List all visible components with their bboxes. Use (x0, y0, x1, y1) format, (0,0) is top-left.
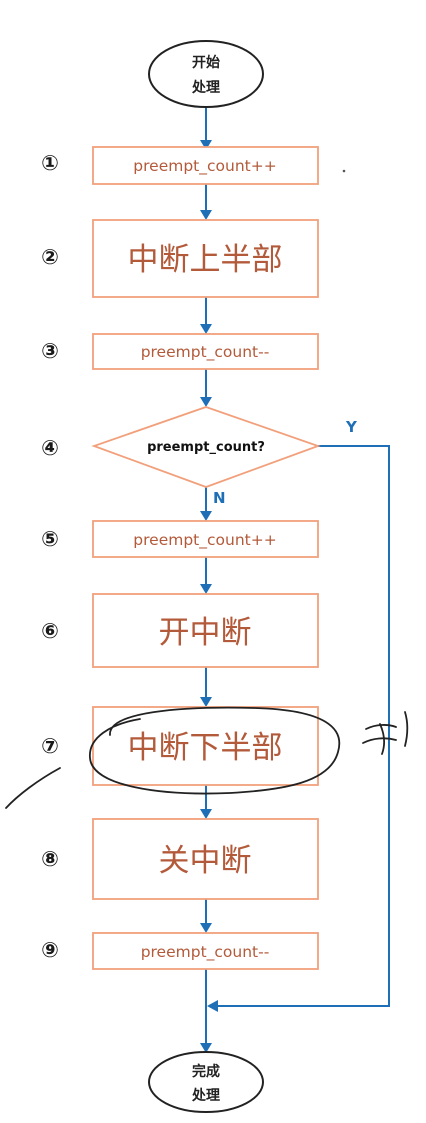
arrowhead (200, 210, 212, 220)
end-terminal: 完成 处理 (148, 1051, 264, 1113)
step-9-box (92, 932, 319, 970)
step-5-number: ⑤ (41, 527, 59, 551)
step-1: ① preempt_count++ (41, 146, 319, 185)
step-8-number: ⑧ (41, 847, 59, 871)
arrowhead (200, 1043, 212, 1053)
step-6-box (92, 593, 319, 668)
arrowhead (200, 511, 212, 521)
arrowhead (200, 697, 212, 707)
step-2-number: ② (41, 245, 59, 269)
step-5: ⑤ preempt_count++ (41, 520, 319, 558)
hand-drawn-circle (89, 706, 341, 795)
step-6-number: ⑥ (41, 619, 59, 643)
step-2-label: 中断上半部 (128, 242, 283, 278)
step-4-label: preempt_count? (147, 440, 265, 455)
hand-drawn-mark-right-3 (379, 723, 386, 755)
hand-drawn-mark-right-2 (362, 737, 397, 744)
step-5-box (92, 520, 319, 558)
end-line-1: 完成 (192, 1063, 220, 1080)
arrowhead (200, 809, 212, 819)
step-7-label: 中断下半部 (128, 730, 283, 766)
hand-drawn-stroke-left (5, 767, 61, 809)
decision-diamond (91, 406, 321, 488)
stray-dot (342, 169, 346, 173)
arrowhead (200, 140, 212, 150)
step-7-number: ⑦ (41, 734, 59, 758)
step-8: ⑧ 关中断 (41, 818, 319, 900)
arrowhead (200, 923, 212, 933)
arrowhead (207, 1000, 218, 1012)
step-2: ② 中断上半部 (41, 219, 319, 298)
step-2-box (92, 219, 319, 298)
no-label: N (213, 489, 226, 507)
hand-drawn-mark-right-1 (365, 724, 397, 730)
arrowhead (200, 584, 212, 594)
step-6-label: 开中断 (159, 615, 252, 651)
step-9: ⑨ preempt_count-- (41, 932, 319, 970)
arrowhead (200, 324, 212, 334)
step-4-number: ④ (41, 436, 59, 460)
step-3-box (92, 333, 319, 370)
step-1-box (92, 146, 319, 185)
start-line-2: 处理 (191, 79, 220, 96)
step-8-box (92, 818, 319, 900)
step-7-box (92, 706, 319, 786)
start-line-1: 开始 (192, 54, 220, 71)
end-ellipse (148, 1051, 264, 1113)
start-ellipse (148, 40, 264, 108)
arrowhead (200, 397, 212, 407)
step-1-label: preempt_count++ (133, 157, 276, 176)
step-8-label: 关中断 (159, 843, 252, 879)
step-5-label: preempt_count++ (133, 531, 276, 550)
step-1-number: ① (41, 151, 59, 175)
step-3: ③ preempt_count-- (41, 333, 319, 370)
step-9-number: ⑨ (41, 938, 59, 962)
step-6: ⑥ 开中断 (41, 593, 319, 668)
start-terminal: 开始 处理 (148, 40, 264, 108)
hand-drawn-mark-right-4 (404, 711, 409, 747)
handwritten-annotations (5, 169, 409, 809)
end-line-2: 处理 (191, 1087, 220, 1104)
step-9-label: preempt_count-- (141, 943, 270, 962)
step-4: ④ preempt_count? Y N (41, 406, 358, 507)
step-7: ⑦ 中断下半部 (41, 706, 319, 786)
step-3-number: ③ (41, 339, 59, 363)
step-3-label: preempt_count-- (141, 343, 270, 362)
yes-label: Y (345, 418, 358, 436)
